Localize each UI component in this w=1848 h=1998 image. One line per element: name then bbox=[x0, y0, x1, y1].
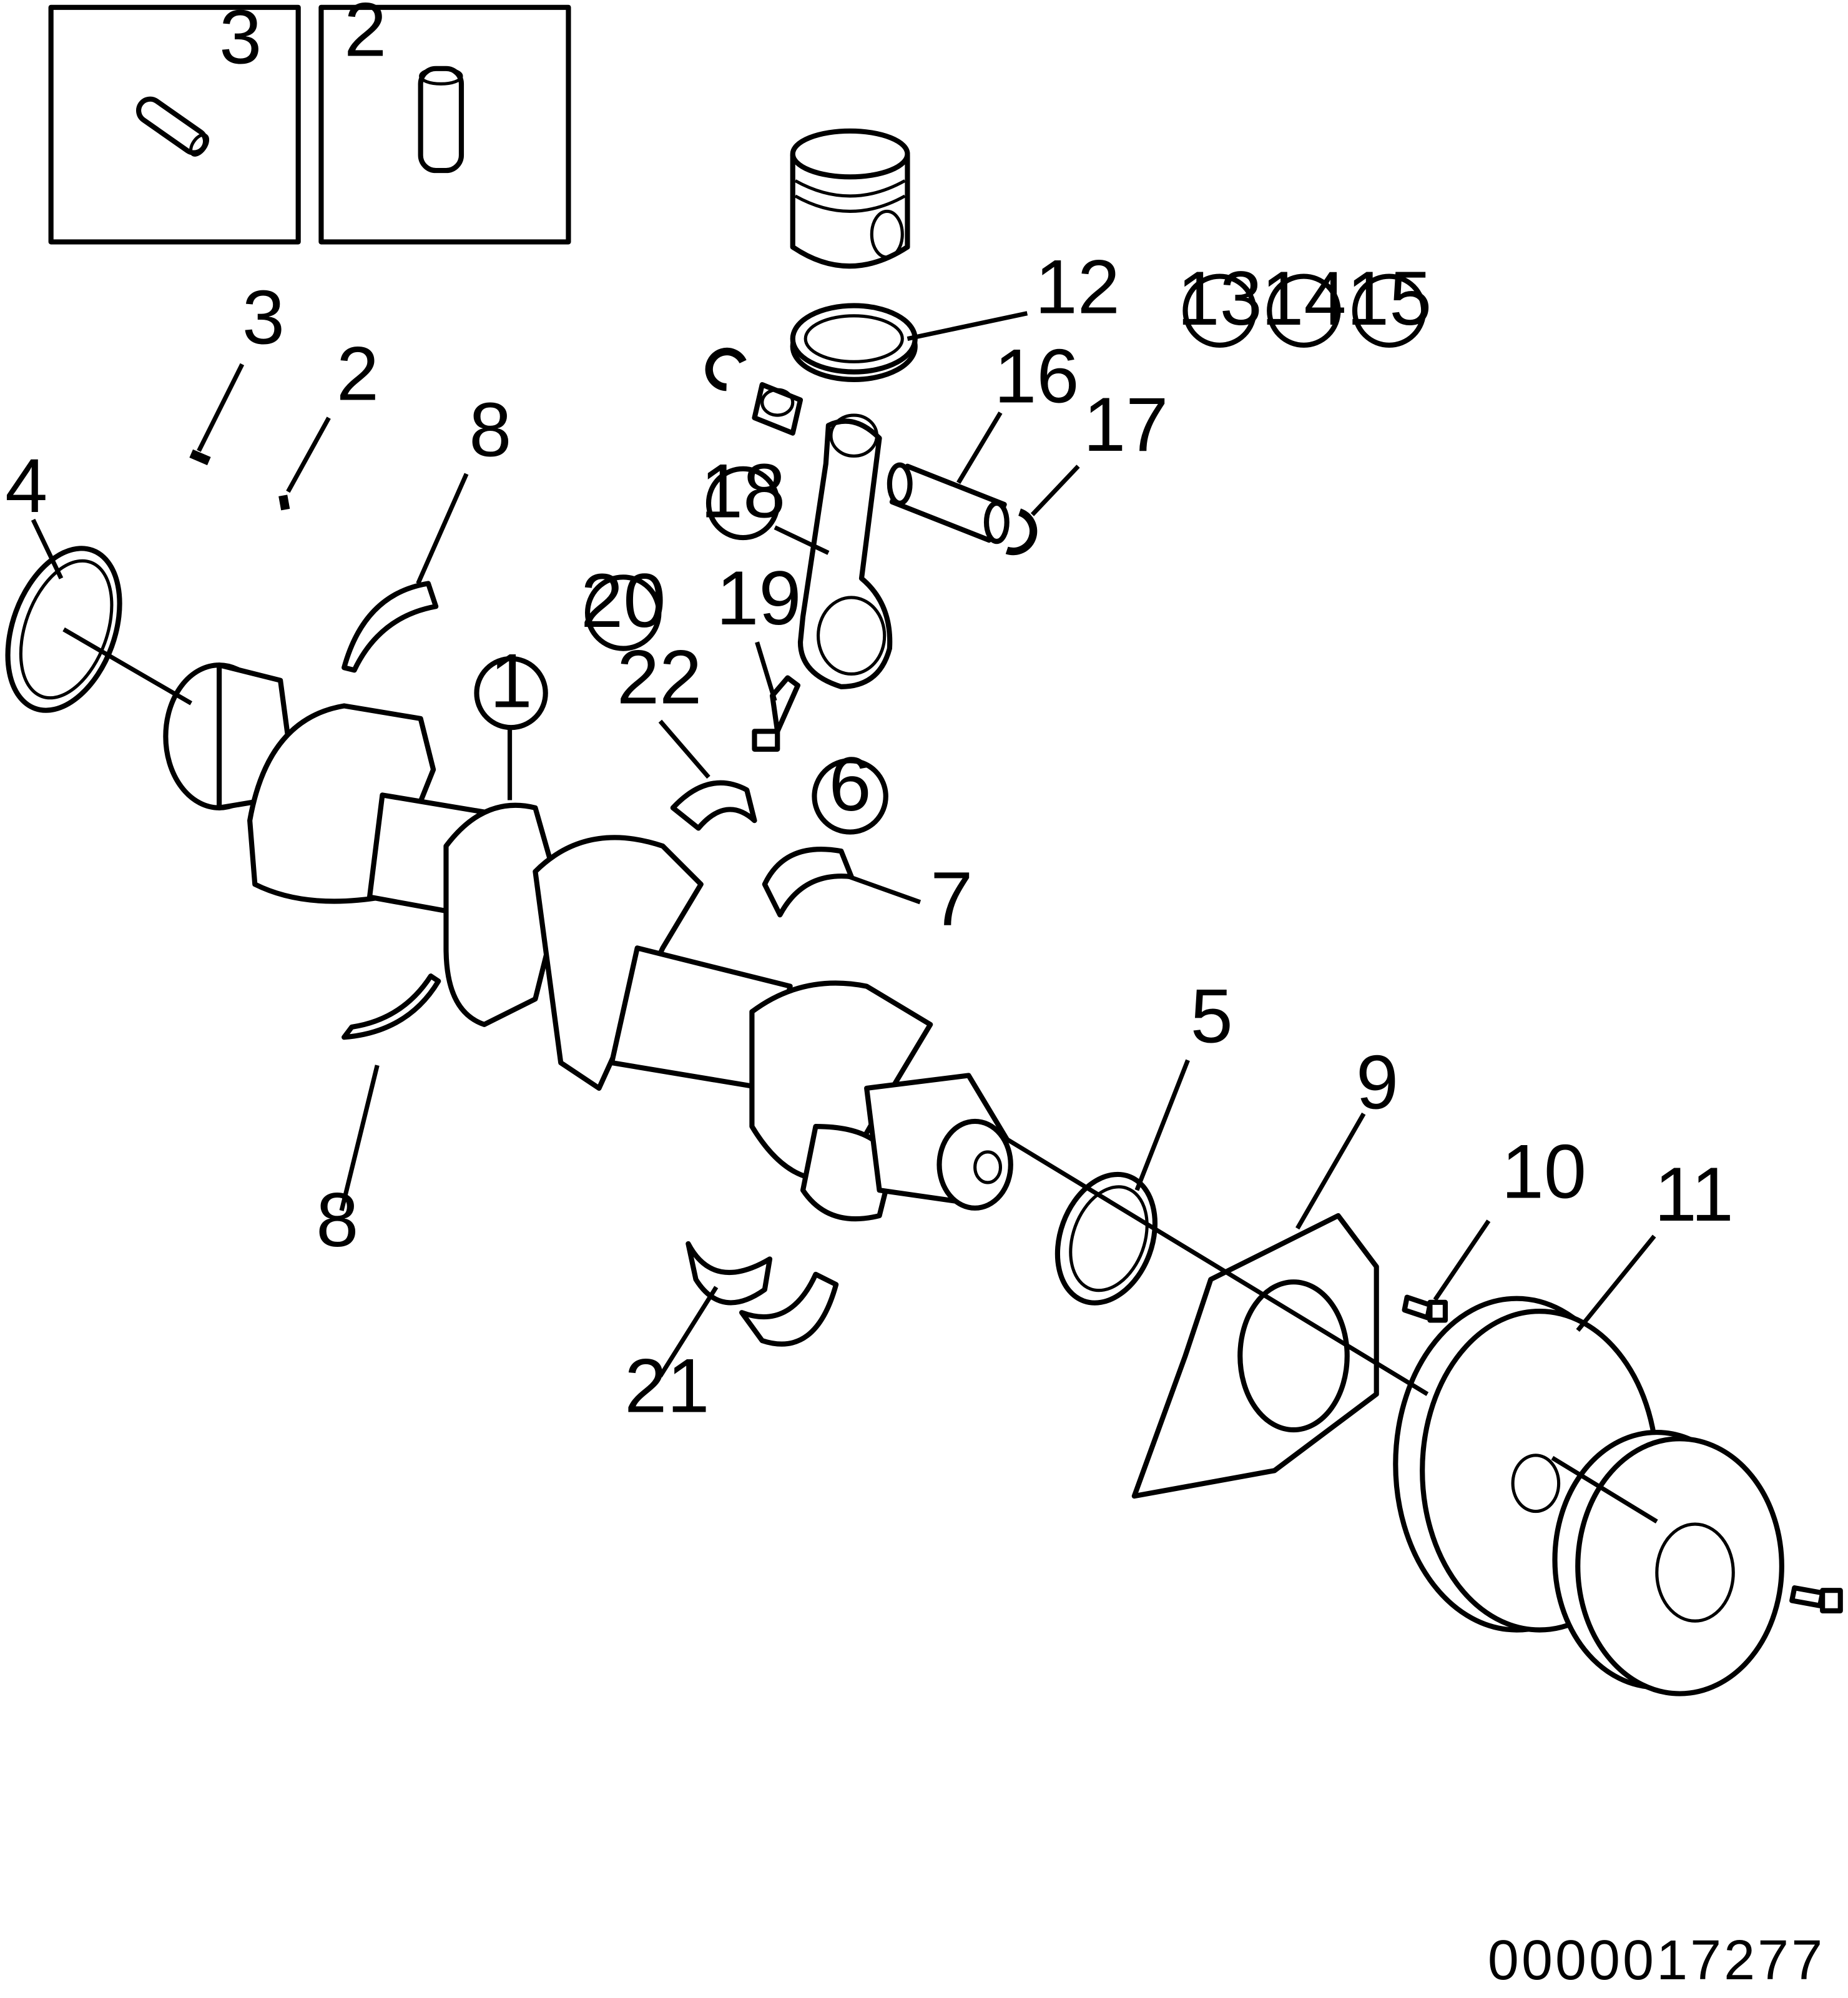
crankshaft bbox=[163, 662, 1013, 1222]
svg-text:15: 15 bbox=[1347, 255, 1432, 341]
callout-8-top: 8 bbox=[469, 386, 511, 472]
svg-text:6: 6 bbox=[829, 741, 872, 827]
connecting-rod bbox=[797, 413, 893, 689]
svg-text:20: 20 bbox=[581, 558, 666, 643]
callout-7: 7 bbox=[930, 856, 973, 942]
circlip-left bbox=[705, 347, 747, 391]
callout-21: 21 bbox=[624, 1342, 709, 1428]
svg-text:1: 1 bbox=[490, 638, 533, 724]
bearing-shell-22 bbox=[670, 780, 757, 831]
callout-19: 19 bbox=[716, 555, 801, 641]
svg-text:14: 14 bbox=[1261, 255, 1346, 341]
piston bbox=[790, 128, 910, 269]
callout-18-circled: 18 bbox=[700, 448, 785, 541]
thrust-washer-top bbox=[342, 581, 439, 673]
damper-bolt bbox=[1789, 1585, 1843, 1613]
leader-lines bbox=[31, 311, 1658, 1524]
front-oil-seal bbox=[1054, 1171, 1158, 1306]
document-id: 0000017277 bbox=[1488, 1929, 1825, 1992]
bearing-shell-7 bbox=[762, 847, 854, 918]
callout-8-bottom: 8 bbox=[316, 1177, 358, 1262]
small-end-bush bbox=[752, 381, 804, 436]
inset-label-3: 3 bbox=[219, 0, 262, 80]
callout-13-circled: 13 bbox=[1177, 255, 1262, 348]
callout-11: 11 bbox=[1654, 1151, 1734, 1237]
callout-6-circled: 6 bbox=[812, 741, 888, 835]
cover-bolt bbox=[1402, 1294, 1448, 1323]
inset-label-2: 2 bbox=[344, 0, 386, 72]
callout-9: 9 bbox=[1356, 1040, 1398, 1125]
svg-text:13: 13 bbox=[1177, 255, 1262, 341]
bearing-shell-21a bbox=[686, 1241, 773, 1306]
callout-10: 10 bbox=[1501, 1128, 1586, 1214]
inset-box-pin-2: 2 bbox=[318, 0, 571, 245]
gudgeon-pin bbox=[887, 462, 1010, 544]
rear-oil-seal bbox=[5, 546, 122, 713]
callout-15-circled: 15 bbox=[1347, 255, 1432, 348]
callout-3: 3 bbox=[242, 275, 285, 360]
thrust-washer-bottom bbox=[342, 973, 441, 1040]
callout-5: 5 bbox=[1191, 973, 1233, 1058]
callout-1-circled: 1 bbox=[474, 638, 548, 731]
callout-16: 16 bbox=[994, 333, 1079, 419]
pin-2 bbox=[278, 495, 290, 511]
svg-text:18: 18 bbox=[700, 448, 785, 533]
pin-3 bbox=[189, 449, 211, 466]
callout-17: 17 bbox=[1083, 381, 1168, 467]
inset-box-pin-3: 3 bbox=[48, 0, 301, 245]
circlip-right bbox=[1005, 508, 1038, 556]
vibration-damper bbox=[1552, 1429, 1784, 1696]
piston-rings bbox=[790, 303, 918, 382]
bearing-shell-21b bbox=[739, 1271, 839, 1347]
callout-20-circled: 20 bbox=[581, 558, 666, 651]
conrod-bolt bbox=[752, 675, 800, 752]
callout-14-circled: 14 bbox=[1261, 255, 1346, 348]
callout-2: 2 bbox=[337, 331, 379, 416]
front-cover bbox=[1131, 1213, 1379, 1499]
callout-12: 12 bbox=[1035, 244, 1120, 330]
callout-4: 4 bbox=[5, 443, 47, 528]
